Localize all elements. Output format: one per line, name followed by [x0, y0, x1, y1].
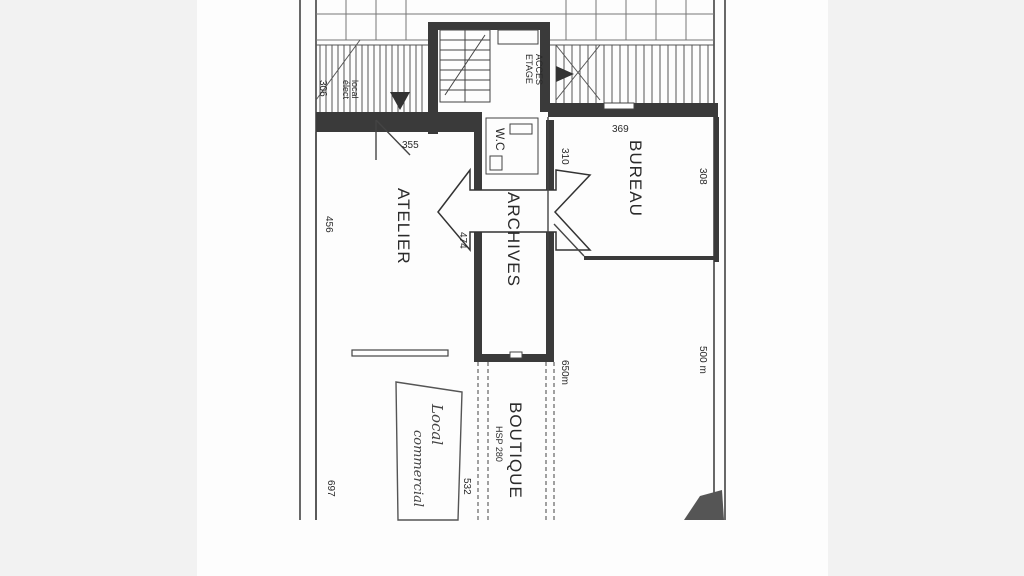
arrow-icon: [556, 66, 574, 82]
railing-left: [315, 39, 430, 112]
dim-532: 532: [461, 478, 472, 495]
room-label-boutique: BOUTIQUE: [506, 402, 525, 499]
stamp-line2: commercial: [410, 430, 425, 507]
railing-right: [548, 44, 714, 105]
room-dividers: [315, 117, 585, 520]
label-etage: ETAGE: [524, 54, 534, 84]
dim-697: 697: [325, 480, 336, 497]
room-label-bureau: BUREAU: [626, 140, 645, 217]
dim-500: 500 m: [697, 346, 708, 374]
shelf: [351, 349, 449, 357]
window-marker: [603, 102, 635, 110]
room-label-atelier: ATELIER: [394, 188, 413, 265]
label-local-elect: élect: [341, 80, 351, 100]
dim-306: 306: [317, 80, 328, 97]
label-acces: ACCES: [534, 54, 544, 85]
stamp-line1: Local: [428, 403, 446, 445]
wc-room: [485, 117, 539, 175]
terrace-grid: [316, 0, 714, 41]
dim-456: 456: [323, 216, 334, 233]
dim-308: 308: [697, 168, 708, 185]
dim-369: 369: [612, 124, 629, 135]
dim-355: 355: [402, 140, 419, 151]
stamp-frame: [395, 381, 463, 521]
floor-plan: ATELIER ARCHIVES BUREAU BOUTIQUE HSP 280…: [299, 0, 726, 521]
staircase: [439, 29, 491, 103]
arrow-down-icon: [390, 92, 410, 110]
dim-650: 650m: [559, 360, 570, 385]
dim-474: 474: [457, 232, 468, 249]
archives-arrow-outline: [437, 167, 592, 253]
corner-mark: [684, 490, 724, 520]
dim-310: 310: [559, 148, 570, 165]
floor-plan-sheet: ATELIER ARCHIVES BUREAU BOUTIQUE HSP 280…: [197, 0, 828, 576]
room-label-wc: W.C: [493, 128, 507, 151]
room-label-boutique-hsp: HSP 280: [494, 426, 504, 462]
label-local: local: [350, 80, 360, 99]
room-label-archives: ARCHIVES: [504, 192, 523, 287]
stair-landing: [497, 29, 539, 45]
boutique-dashed-lines: [477, 362, 555, 520]
door-marker: [509, 351, 523, 359]
